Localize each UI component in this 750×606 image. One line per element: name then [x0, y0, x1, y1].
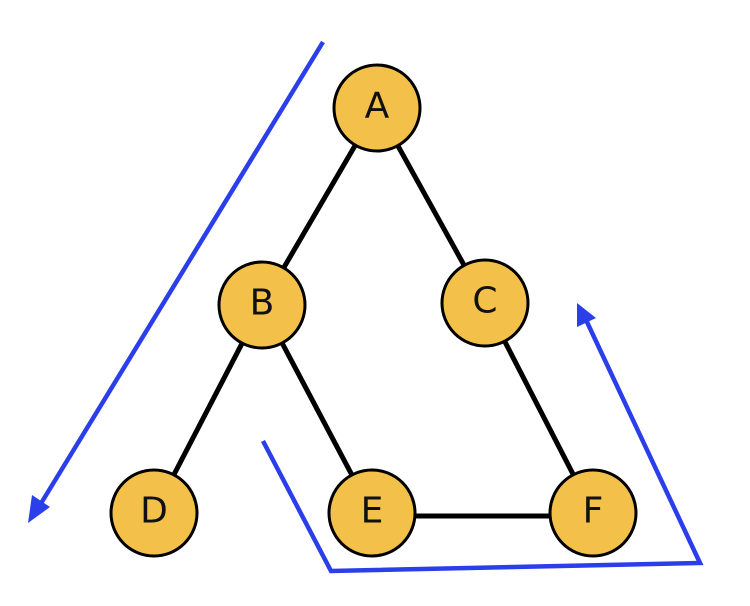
node-label-a: A [365, 86, 390, 127]
node-label-e: E [361, 491, 384, 532]
node-d: D [109, 468, 199, 558]
node-a: A [332, 63, 422, 153]
traversal-arrows [28, 40, 704, 574]
node-label-c: C [472, 281, 497, 322]
nodes: A B C D E F [109, 63, 638, 558]
bottom-traversal-arrowhead [577, 303, 596, 327]
node-c: C [440, 258, 530, 348]
bottom-traversal-arrow-line [261, 321, 704, 574]
node-label-d: D [140, 491, 168, 532]
node-label-b: B [250, 283, 275, 324]
node-f: F [548, 468, 638, 558]
left-traversal-arrow-line [38, 40, 325, 507]
node-label-f: F [583, 491, 604, 532]
left-traversal-arrowhead [28, 495, 50, 523]
node-b: B [217, 260, 307, 350]
node-e: E [327, 468, 417, 558]
